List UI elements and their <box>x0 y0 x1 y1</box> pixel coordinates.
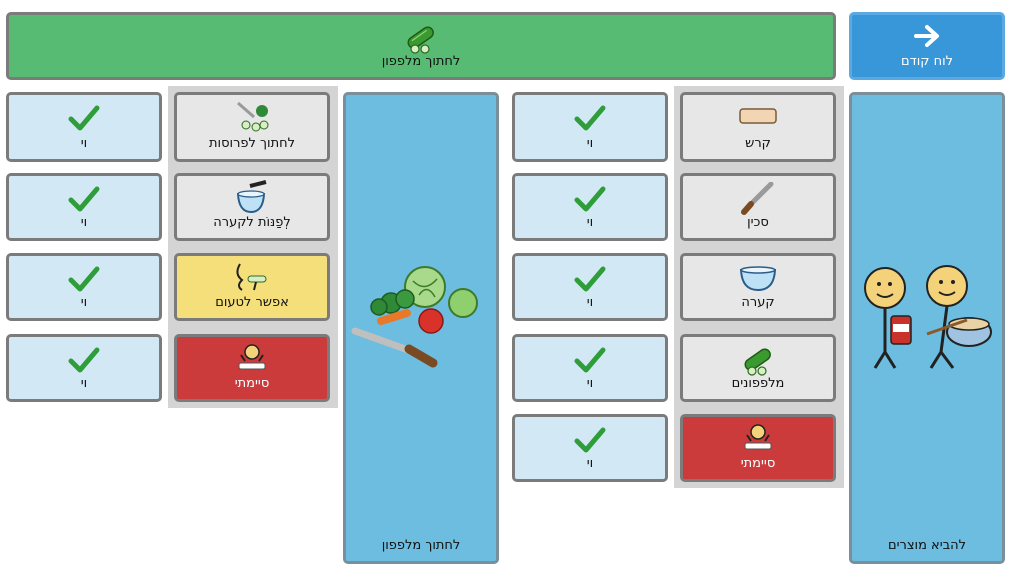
finished-icon <box>177 343 327 373</box>
item-label: סיימתי <box>234 376 270 391</box>
checkmark-button[interactable]: וי <box>512 334 668 402</box>
checkmark-icon <box>9 184 159 214</box>
item-board[interactable]: קרש <box>680 92 836 162</box>
pour-to-bowl-icon <box>177 180 327 216</box>
checkmark-button[interactable]: וי <box>6 253 162 321</box>
bowl-icon <box>683 264 833 292</box>
checkmark-label: וי <box>586 136 594 151</box>
cucumber-icon <box>683 343 833 377</box>
checkmark-button[interactable]: וי <box>512 173 668 241</box>
item-label: מלפפונים <box>731 376 785 391</box>
item-label: קרש <box>745 136 771 151</box>
checkmark-icon <box>515 264 665 294</box>
top-sentence-bar[interactable]: לחתוך מלפפון <box>6 12 836 80</box>
bring-products-button[interactable]: להביא מוצרים <box>849 92 1005 564</box>
item-label: סכין <box>747 215 769 230</box>
checkmark-label: וי <box>586 215 594 230</box>
item-label: אפשר לטעום <box>215 295 289 310</box>
checkmark-icon <box>9 345 159 375</box>
arrow-right-icon <box>852 23 1002 49</box>
cutting-board-icon <box>683 105 833 127</box>
cut-cucumber-label: לחתוך מלפפון <box>381 538 461 553</box>
item-label: סיימתי <box>740 456 776 471</box>
checkmark-label: וי <box>80 215 88 230</box>
checkmark-label: וי <box>80 376 88 391</box>
checkmark-icon <box>515 103 665 133</box>
checkmark-button[interactable]: וי <box>512 414 668 482</box>
checkmark-label: וי <box>586 456 594 471</box>
item-pour-bowl[interactable]: לְפַנּוֹת לקערה <box>174 173 330 241</box>
back-board-label: לוח קודם <box>900 54 954 69</box>
item-cucumbers[interactable]: מלפפונים <box>680 334 836 402</box>
item-knife[interactable]: סכין <box>680 173 836 241</box>
checkmark-button[interactable]: וי <box>512 92 668 162</box>
checkmark-button[interactable]: וי <box>6 92 162 162</box>
item-slice[interactable]: לחתוך לפרוסות <box>174 92 330 162</box>
checkmark-icon <box>515 345 665 375</box>
people-baking-icon <box>852 260 1002 370</box>
bring-products-label: להביא מוצרים <box>887 538 967 553</box>
cucumber-icon <box>9 21 833 55</box>
cut-cucumber-button[interactable]: לחתוך מלפפון <box>343 92 499 564</box>
checkmark-label: וי <box>80 136 88 151</box>
checkmark-icon <box>9 264 159 294</box>
back-board-button[interactable]: לוח קודם <box>849 12 1005 80</box>
top-sentence-label: לחתוך מלפפון <box>381 54 461 69</box>
checkmark-label: וי <box>80 295 88 310</box>
checkmark-button[interactable]: וי <box>6 334 162 402</box>
taste-icon <box>177 260 327 294</box>
item-finished[interactable]: סיימתי <box>174 334 330 402</box>
checkmark-label: וי <box>586 295 594 310</box>
finished-icon <box>683 423 833 453</box>
item-bowl[interactable]: קערה <box>680 253 836 321</box>
item-finished[interactable]: סיימתי <box>680 414 836 482</box>
slicing-icon <box>177 99 327 133</box>
item-taste[interactable]: אפשר לטעום <box>174 253 330 321</box>
checkmark-button[interactable]: וי <box>512 253 668 321</box>
checkmark-icon <box>9 103 159 133</box>
checkmark-icon <box>515 184 665 214</box>
checkmark-icon <box>515 425 665 455</box>
item-label: לחתוך לפרוסות <box>209 136 295 151</box>
knife-icon <box>683 182 833 216</box>
checkmark-button[interactable]: וי <box>6 173 162 241</box>
item-label: לְפַנּוֹת לקערה <box>213 215 291 230</box>
vegetables-knife-icon <box>346 265 496 375</box>
item-label: קערה <box>741 295 775 310</box>
checkmark-label: וי <box>586 376 594 391</box>
